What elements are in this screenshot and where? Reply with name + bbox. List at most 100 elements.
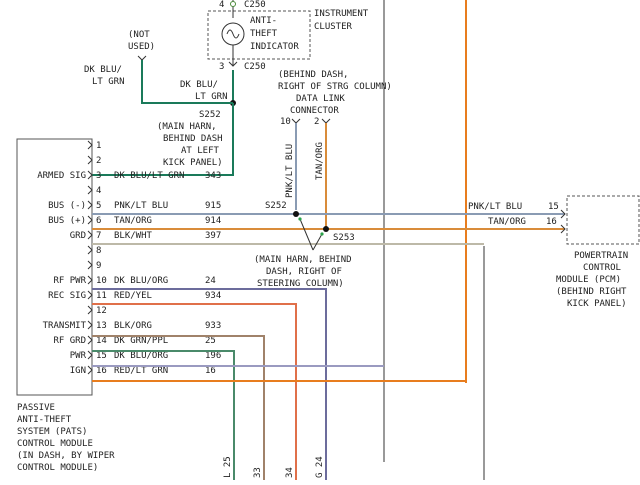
splice-s253-label: S253: [333, 233, 355, 243]
wire-rec-sig: [92, 303, 297, 480]
pin-terminal: [87, 185, 93, 195]
splice-s252-label: S252: [265, 201, 287, 211]
not-used-label-1: (NOT: [128, 30, 150, 40]
bottom-label-d: G 24: [315, 456, 325, 478]
pcm-wire-b-label: TAN/ORG: [488, 217, 526, 227]
pin-circuit: 914: [205, 216, 221, 226]
pin-terminal: [87, 335, 93, 345]
indicator-label-3: INDICATOR: [250, 42, 299, 52]
pcm-pin-b: 16: [546, 217, 557, 227]
pin-wire-color: RED/YEL: [114, 291, 152, 301]
splice-s252-top-note-3: AT LEFT: [181, 146, 220, 156]
pin-terminal: [87, 230, 93, 240]
splice-pointer-tip-b: [320, 232, 324, 236]
pin-terminal: [87, 170, 93, 180]
pin-number: 5: [96, 201, 101, 211]
pin-number: 14: [96, 336, 107, 346]
pcm-pin-a: 15: [548, 202, 559, 212]
pcm-pin-a-terminal: [560, 209, 566, 219]
pin-circuit: 933: [205, 321, 221, 331]
pin-number: 2: [96, 156, 101, 166]
pin-terminal: [87, 215, 93, 225]
pin-terminal: [87, 320, 93, 330]
pin-circuit: 343: [205, 171, 221, 181]
pin-circuit: 25: [205, 336, 216, 346]
pin-number: 13: [96, 321, 107, 331]
splice-s252-dot: [293, 211, 299, 217]
dlc-pin-b: 2: [314, 117, 319, 127]
splice-pointer-tip-a: [298, 217, 302, 221]
pin-terminal: [87, 155, 93, 165]
dlc-location-1: (BEHIND DASH,: [278, 70, 348, 80]
pin-terminal: [87, 350, 93, 360]
pin-number: 15: [96, 351, 107, 361]
dlc-name-1: DATA LINK: [296, 94, 345, 104]
wire-not-used-branch: [141, 60, 233, 104]
splice-pointer-lines: [299, 218, 323, 251]
indicator-label-2: THEFT: [250, 29, 278, 39]
pcm-box: [566, 195, 640, 245]
left-wire-label-1: DK BLU/: [84, 65, 122, 75]
pin-wire-color: DK BLU/ORG: [114, 276, 168, 286]
dlc-pin-a-terminal: [291, 118, 301, 124]
dlc-location-2: RIGHT OF STRG COLUMN): [278, 82, 392, 92]
pin-circuit: 24: [205, 276, 216, 286]
pin-circuit: 934: [205, 291, 221, 301]
pin-function: REC SIG: [48, 291, 86, 301]
pin-function: RF PWR: [53, 276, 86, 286]
indicator-label-1: ANTI-: [250, 16, 277, 26]
pin-function: PWR: [70, 351, 87, 361]
pcm-name-1: POWERTRAIN: [574, 251, 628, 261]
module-name-3: SYSTEM (PATS): [17, 427, 87, 437]
pin-circuit: 397: [205, 231, 221, 241]
cluster-connector-bottom: C250: [244, 62, 266, 72]
pin-function: BUS (-): [48, 201, 86, 211]
cluster-pin4-terminal: [230, 1, 236, 7]
pin-wire-color: RED/LT GRN: [114, 366, 168, 376]
cluster-wire-label-1: DK BLU/: [180, 80, 218, 90]
cluster-name-1: INSTRUMENT: [314, 9, 369, 19]
pin-circuit: 196: [205, 351, 221, 361]
pin-number: 16: [96, 366, 107, 376]
pin-terminal: [87, 200, 93, 210]
wire-rf-grd: [92, 350, 235, 480]
cluster-name-2: CLUSTER: [314, 22, 353, 32]
pin-number: 3: [96, 171, 101, 181]
pin-number: 6: [96, 216, 101, 226]
module-location-1: (IN DASH, BY WIPER: [17, 451, 115, 461]
pcm-name-3: MODULE (PCM): [556, 275, 621, 285]
bottom-label-c: 34: [285, 467, 295, 478]
pin-terminal: [87, 290, 93, 300]
cluster-connector-top: C250: [244, 0, 266, 10]
pin-wire-color: TAN/ORG: [114, 216, 152, 226]
pin-wire-color: PNK/LT BLU: [114, 201, 168, 211]
pcm-pin-b-terminal: [560, 224, 566, 234]
splice-s253-dot: [323, 226, 329, 232]
pcm-location-2: KICK PANEL): [567, 299, 627, 309]
cluster-pin3-number: 3: [219, 62, 224, 72]
pin-function: IGN: [70, 366, 86, 376]
left-wire-label-2: LT GRN: [92, 77, 125, 87]
dlc-name-2: CONNECTOR: [290, 106, 339, 116]
splice-s252-top-note-2: BEHIND DASH: [163, 134, 223, 144]
wire-armed-sig: [92, 103, 234, 176]
pin-terminal: [87, 260, 93, 270]
pin-circuit: 915: [205, 201, 221, 211]
pcm-wire-a-label: PNK/LT BLU: [468, 202, 522, 212]
pin-function: TRANSMIT: [43, 321, 87, 331]
pin-function: GRD: [70, 231, 86, 241]
pin-wire-color: DK BLU/LT GRN: [114, 171, 184, 181]
pin-number: 11: [96, 291, 107, 301]
pin-number: 4: [96, 186, 101, 196]
pin-function: RF GRD: [53, 336, 86, 346]
pin-number: 9: [96, 261, 101, 271]
dlc-pin-b-terminal: [321, 118, 331, 124]
splice-note-2: DASH, RIGHT OF: [266, 267, 342, 277]
pin-terminal: [87, 245, 93, 255]
not-used-label-2: USED): [128, 42, 155, 52]
pin-number: 7: [96, 231, 101, 241]
pin-number: 12: [96, 306, 107, 316]
